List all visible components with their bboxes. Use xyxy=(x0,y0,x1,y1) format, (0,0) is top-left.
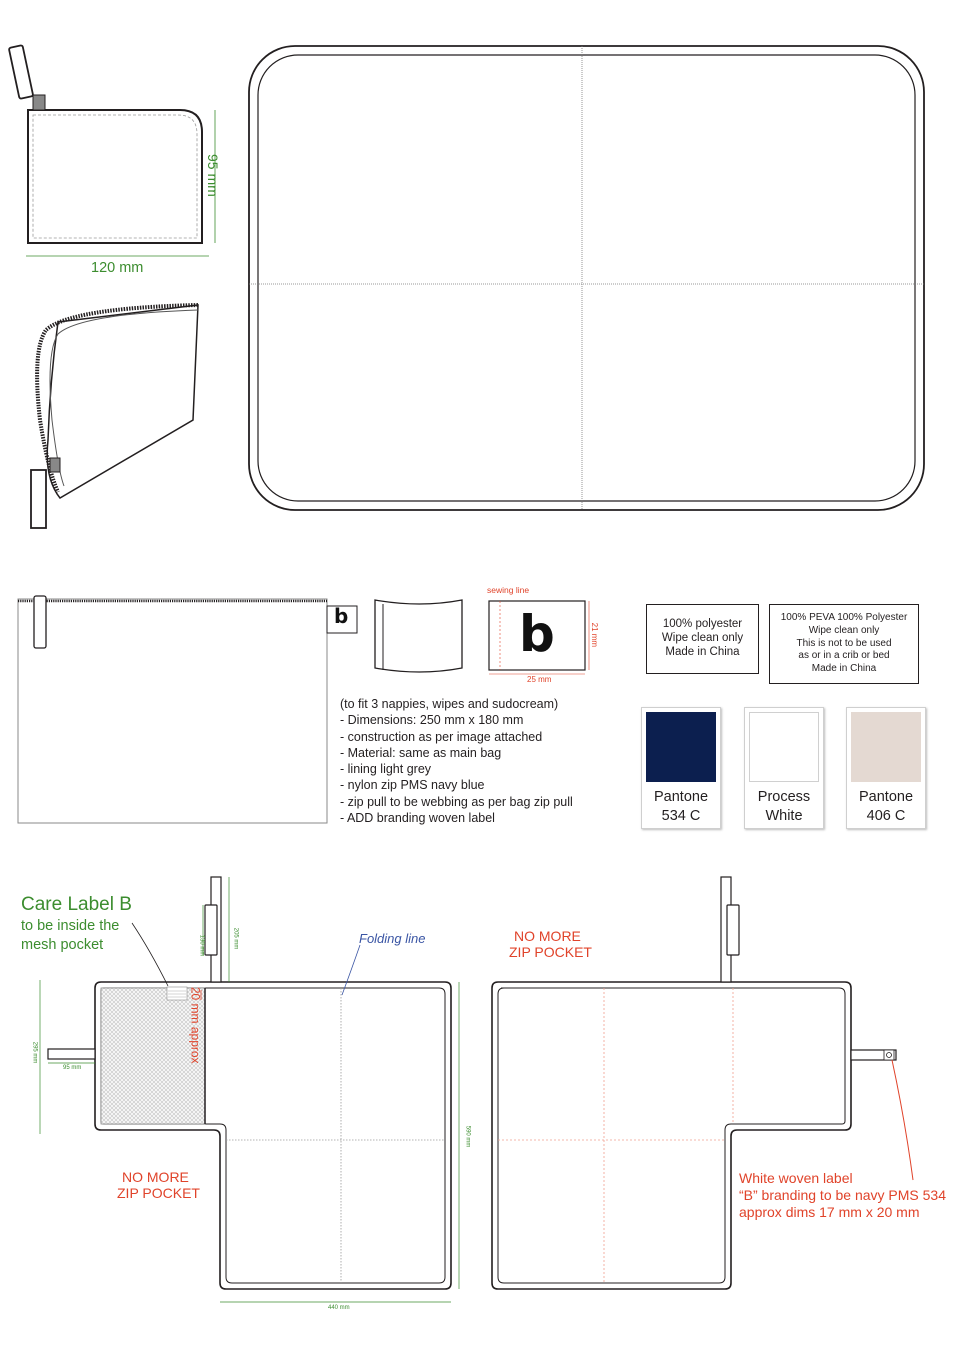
strap-upper-dimension: 205 mm xyxy=(232,927,239,950)
swatch-pantone-534c: Pantone 534 C xyxy=(641,707,721,829)
pouch-height-label: 95 mm xyxy=(204,154,221,197)
woven-label-note: “B” branding to be navy PMS 534 xyxy=(739,1187,947,1203)
pocket-brand-label: b xyxy=(334,604,349,628)
swatch-name: Process xyxy=(757,789,811,805)
label-width-dimension: 25 mm xyxy=(527,675,552,684)
pouch-open-drawing xyxy=(30,303,199,529)
spec-note: - lining light grey xyxy=(340,762,432,777)
care-label-line: Made in China xyxy=(665,646,740,658)
spec-note: - Dimensions: 250 mm x 180 mm xyxy=(340,713,524,728)
no-zip-pocket-right: ZIP POCKET xyxy=(509,944,592,960)
mat-width-dimension: 440 mm xyxy=(328,1305,350,1311)
care-label-line: Wipe clean only xyxy=(808,624,880,636)
care-label-line: Wipe clean only xyxy=(661,632,744,644)
label-logo: b xyxy=(519,605,555,663)
swatch-chip xyxy=(851,712,921,782)
care-label-line: as or in a crib or bed xyxy=(798,650,890,662)
swatch-process-white: Process White xyxy=(744,707,824,829)
spec-note: (to fit 3 nappies, wipes and sudocream) xyxy=(340,697,559,711)
swatch-name: Pantone xyxy=(653,789,709,805)
swatch-chip xyxy=(749,712,819,782)
spec-note: - Material: same as main bag xyxy=(340,745,502,760)
care-label-a: 100% polyester Wipe clean only Made in C… xyxy=(646,604,759,674)
swatch-pantone-406c: Pantone 406 C xyxy=(846,707,926,829)
care-label-line: This is not to be used xyxy=(796,637,892,649)
woven-label-note: approx dims 17 mm x 20 mm xyxy=(739,1204,920,1220)
label-mockup-drawing xyxy=(488,600,590,675)
changing-mat-drawing xyxy=(248,45,925,511)
care-label-note-title: Care Label B xyxy=(21,894,132,915)
pouch-width-label: 120 mm xyxy=(91,260,144,276)
pouch-dimension-lines xyxy=(26,110,216,257)
tab-height-dimension: 295 mm xyxy=(31,1041,38,1064)
mat-height-dimension: 590 mm xyxy=(464,1125,471,1148)
swatch-chip xyxy=(646,712,716,782)
swatch-name: Pantone xyxy=(858,789,914,805)
spec-note: - zip pull to be webbing as per bag zip … xyxy=(340,794,573,809)
mesh-pocket-drawing xyxy=(17,595,358,824)
spec-note: - construction as per image attached xyxy=(340,729,543,744)
care-label-note-line: to be inside the xyxy=(21,918,120,934)
spec-note: - nylon zip PMS navy blue xyxy=(340,778,485,793)
woven-label-note: White woven label xyxy=(739,1170,853,1186)
swatch-code: 534 C xyxy=(661,808,701,824)
label-height-dimension: 21 mm xyxy=(590,622,600,648)
care-label-b: 100% PEVA 100% Polyester Wipe clean only… xyxy=(769,604,919,684)
right-mat-drawing xyxy=(491,876,914,1290)
label-fold-drawing xyxy=(374,599,463,673)
no-zip-pocket-left: ZIP POCKET xyxy=(117,1185,200,1201)
pocket-spec-notes: (to fit 3 nappies, wipes and sudocream) … xyxy=(340,696,573,826)
spec-note: - ADD branding woven label xyxy=(340,811,495,826)
no-zip-pocket-left: NO MORE xyxy=(122,1169,189,1185)
no-zip-pocket-right: NO MORE xyxy=(514,928,581,944)
care-label-line: 100% PEVA 100% Polyester xyxy=(780,612,908,623)
care-label-note-line: mesh pocket xyxy=(21,937,104,953)
folding-line-label: Folding line xyxy=(359,931,426,946)
zip-offset-dimension: 20 mm approx xyxy=(188,986,203,1064)
swatch-code: 406 C xyxy=(866,808,906,824)
left-mat-dimension-lines xyxy=(39,877,460,1303)
tab-width-dimension: 95 mm xyxy=(63,1065,82,1071)
swatch-code: White xyxy=(765,808,803,824)
strap-lower-dimension: 130 mm xyxy=(198,934,205,957)
care-label-line: 100% polyester xyxy=(662,618,743,630)
care-label-line: Made in China xyxy=(811,663,877,675)
left-mat-drawing xyxy=(47,876,452,1290)
pouch-closed-drawing xyxy=(8,44,203,244)
sewing-line-label: sewing line xyxy=(487,585,530,595)
